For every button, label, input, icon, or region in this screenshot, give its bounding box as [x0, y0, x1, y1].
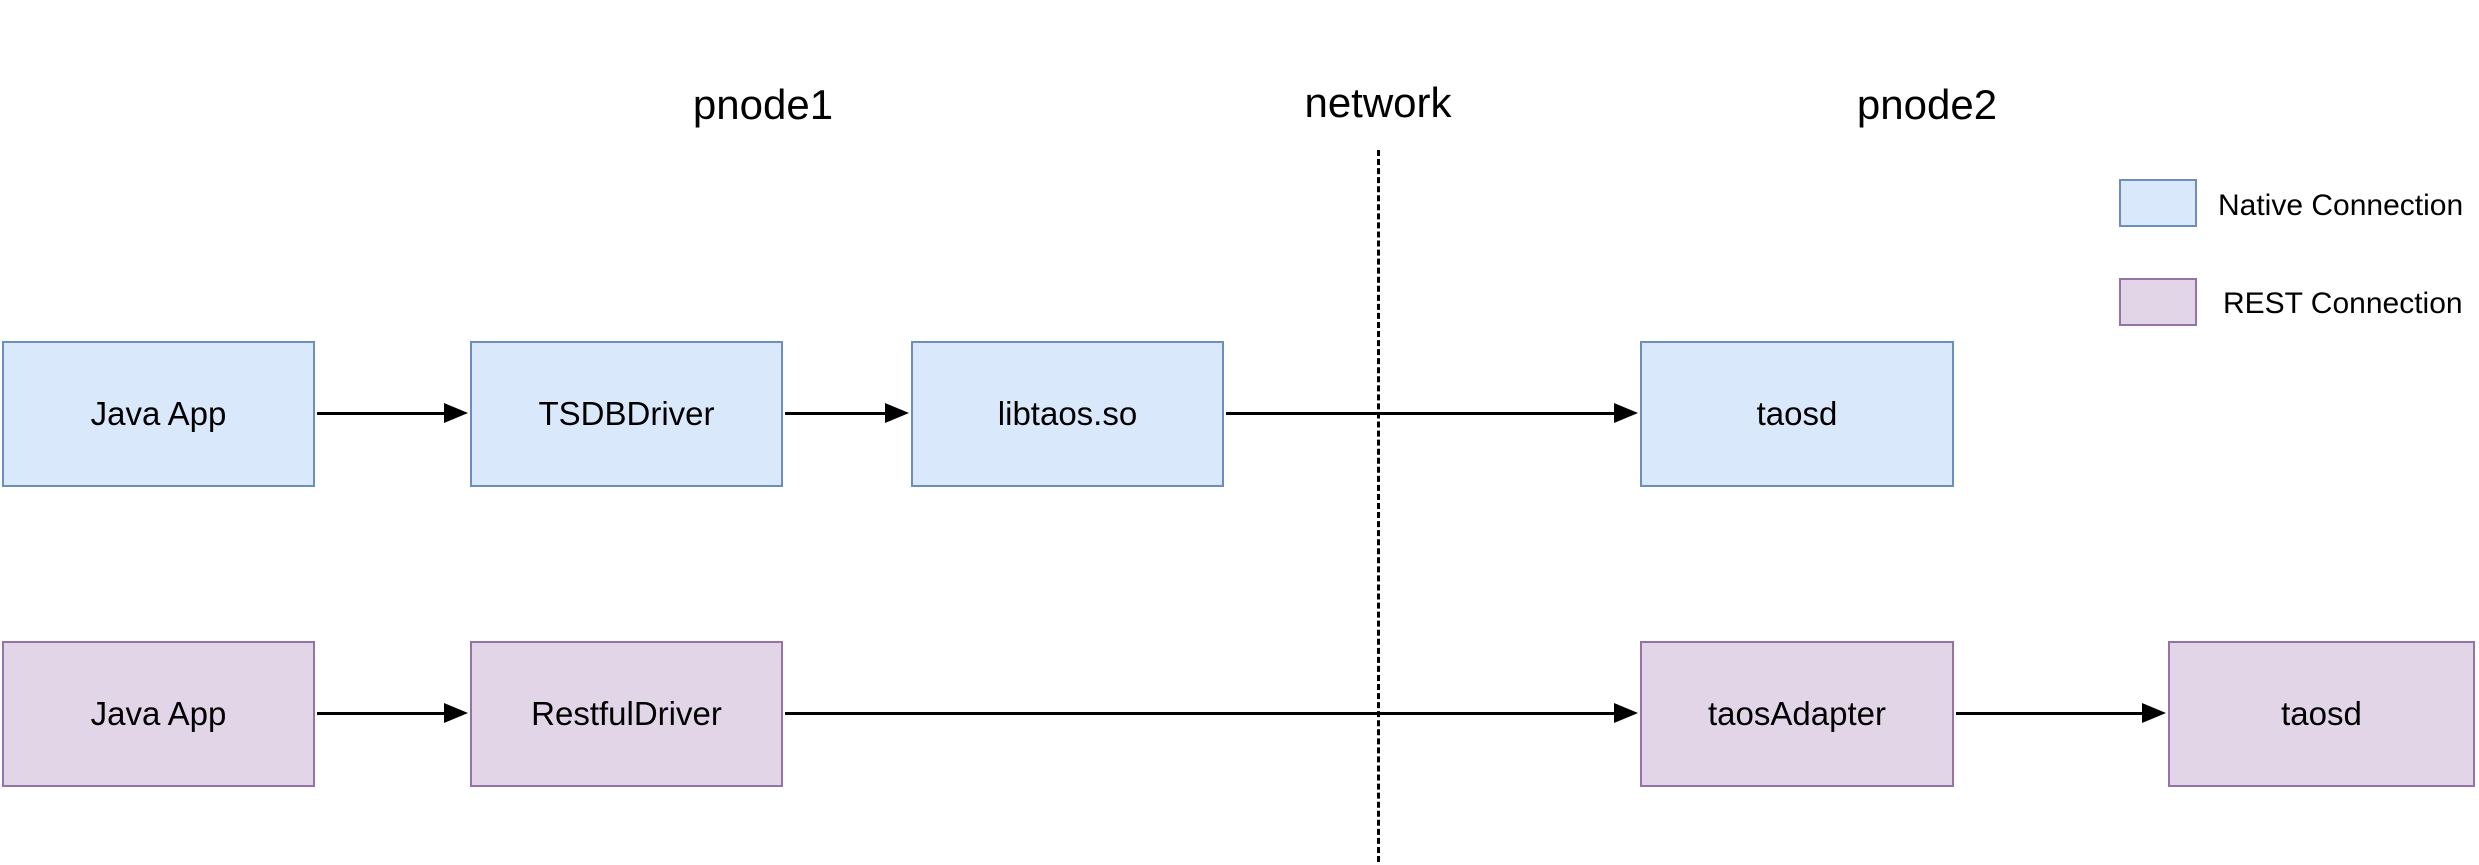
node-restfuldriver: RestfulDriver	[470, 641, 783, 787]
node-label: Java App	[90, 695, 227, 733]
legend-label-rest-connection: REST Connection	[2223, 287, 2463, 320]
arrow-javaapp-to-restfuldriver	[317, 703, 468, 723]
legend-swatch-rest-connection	[2119, 278, 2197, 326]
node-label: TSDBDriver	[538, 395, 715, 433]
node-label: taosd	[2281, 695, 2362, 733]
arrow-restfuldriver-to-taosadapter	[785, 703, 1638, 723]
arrow-javaapp-to-tsdbdriver	[317, 403, 468, 423]
zone-label-network: network	[1304, 79, 1452, 126]
zone-label-pnode2: pnode2	[1856, 81, 1998, 128]
node-taosd-native: taosd	[1640, 341, 1954, 487]
node-taosadapter: taosAdapter	[1640, 641, 1954, 787]
arrow-tsdbdriver-to-libtaos	[785, 403, 909, 423]
arrow-libtaos-to-taosd	[1226, 403, 1638, 423]
node-java-app-rest: Java App	[2, 641, 315, 787]
node-java-app-native: Java App	[2, 341, 315, 487]
node-label: Java App	[90, 395, 227, 433]
network-divider-dashed-line	[1377, 150, 1380, 862]
node-label: libtaos.so	[997, 395, 1138, 433]
legend-swatch-native-connection	[2119, 179, 2197, 227]
node-tsdbdriver: TSDBDriver	[470, 341, 783, 487]
arrow-taosadapter-to-taosd	[1956, 703, 2166, 723]
node-libtaos-so: libtaos.so	[911, 341, 1224, 487]
node-taosd-rest: taosd	[2168, 641, 2475, 787]
zone-label-pnode1: pnode1	[692, 81, 834, 128]
node-label: taosAdapter	[1708, 695, 1886, 733]
node-label: RestfulDriver	[531, 695, 722, 733]
legend-label-native-connection: Native Connection	[2218, 189, 2464, 222]
node-label: taosd	[1756, 395, 1838, 433]
